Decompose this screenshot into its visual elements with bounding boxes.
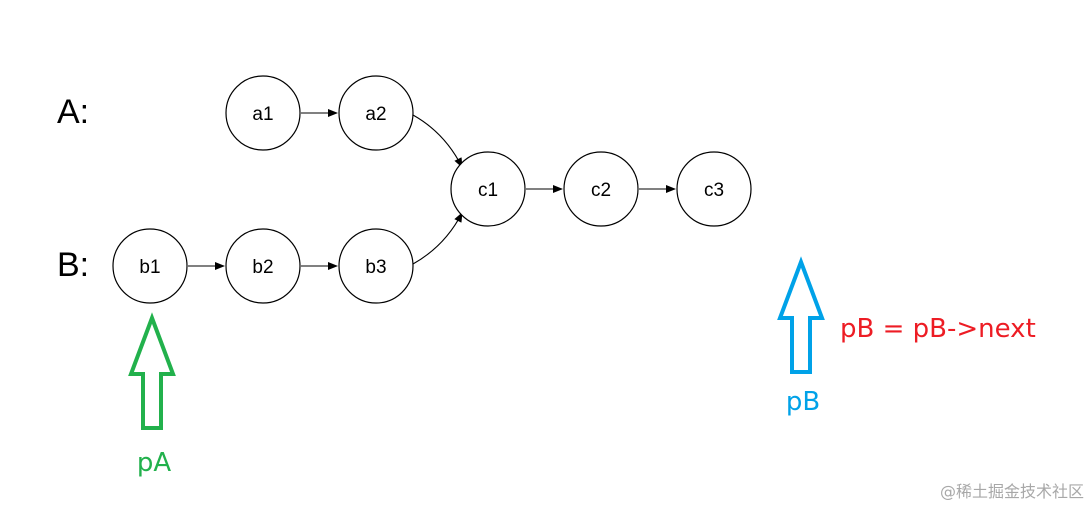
node-c2-label: c2: [591, 180, 611, 201]
node-c1: c1: [450, 151, 526, 227]
node-c2: c2: [563, 151, 639, 227]
pointer-pb-label: pB: [786, 387, 820, 417]
edge-b3-c1: [412, 212, 463, 265]
node-c3-label: c3: [704, 180, 724, 201]
node-b1: b1: [112, 228, 188, 304]
pointer-update-annotation: pB = pB->next: [840, 314, 1036, 344]
node-b2-label: b2: [252, 257, 273, 278]
node-b2: b2: [225, 228, 301, 304]
node-b1-label: b1: [139, 257, 160, 278]
node-b3-label: b3: [365, 257, 386, 278]
edges: [188, 109, 676, 270]
node-c3: c3: [676, 151, 752, 227]
pointer-pb: pB: [777, 256, 825, 417]
watermark-text: @稀土掘金技术社区: [940, 482, 1084, 501]
pointer-pa-label: pA: [137, 448, 172, 478]
node-a1: a1: [225, 75, 301, 151]
node-a2-label: a2: [365, 104, 386, 125]
list-b-label: B:: [57, 246, 89, 284]
edge-a2-c1: [412, 114, 463, 168]
node-a2: a2: [338, 75, 414, 151]
pointer-pa-arrow-icon: [128, 312, 176, 430]
list-a-label: A:: [57, 93, 89, 131]
pointer-pb-arrow-icon: [777, 256, 825, 374]
node-b3: b3: [338, 228, 414, 304]
node-a1-label: a1: [252, 104, 273, 125]
pointer-pa: pA: [128, 312, 176, 478]
node-c1-label: c1: [478, 180, 498, 201]
